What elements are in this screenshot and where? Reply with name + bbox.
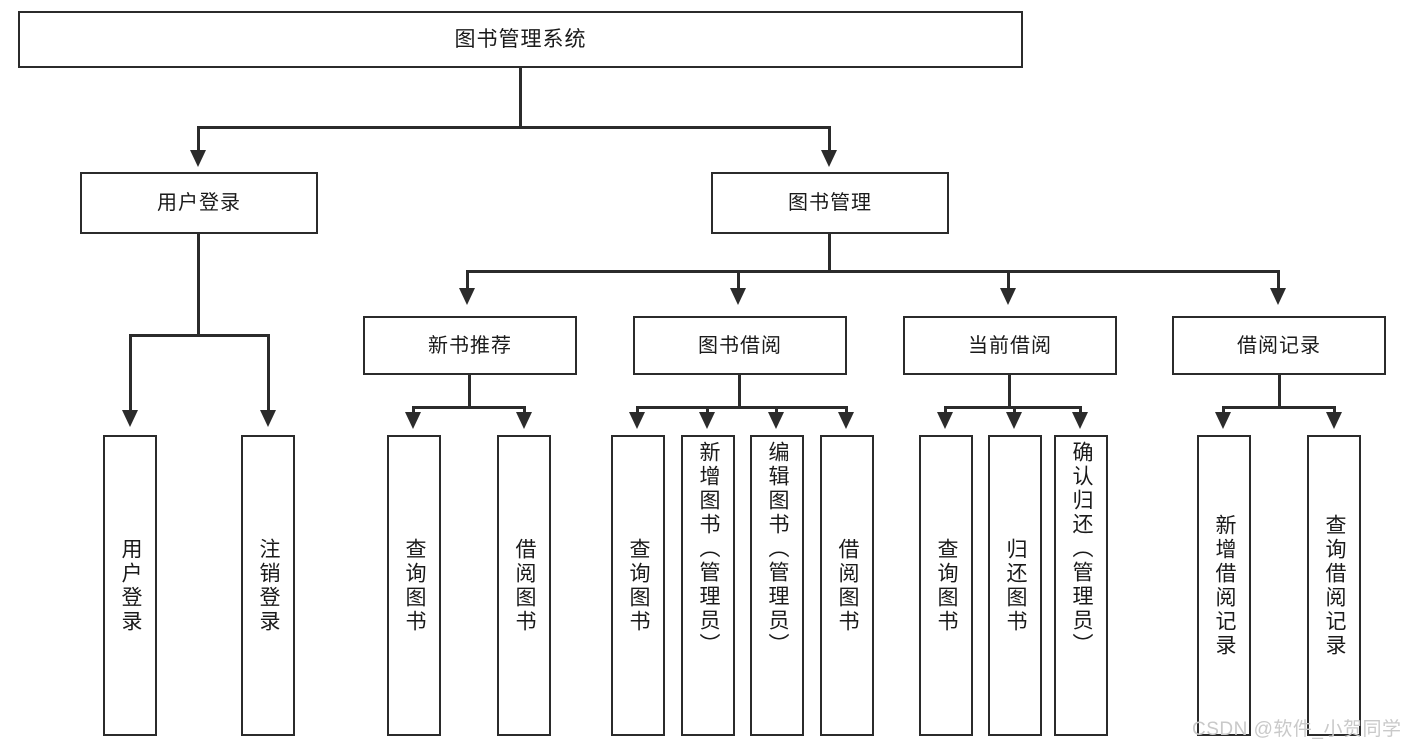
connector-borrow-drop-1 — [636, 406, 639, 414]
leaf-query-book-current[interactable]: 查询图书 — [919, 435, 973, 736]
node-current-borrow[interactable]: 当前借阅 — [903, 316, 1117, 375]
arrow-down-icon — [122, 410, 138, 427]
connector-root-stem — [519, 68, 522, 127]
leaf-user-login[interactable]: 用户登录 — [103, 435, 157, 736]
leaf-query-book-borrow[interactable]: 查询图书 — [611, 435, 665, 736]
connector-record-drop-1 — [1222, 406, 1225, 414]
arrow-down-icon — [405, 412, 421, 429]
arrow-down-icon — [821, 150, 837, 167]
node-label: 确认归还（管理员） — [1070, 441, 1094, 657]
leaf-query-borrow-record[interactable]: 查询借阅记录 — [1307, 435, 1361, 736]
connector-user-login-bar — [129, 334, 270, 337]
connector-level1-drop-2 — [828, 126, 831, 152]
arrow-down-icon — [629, 412, 645, 429]
leaf-logout[interactable]: 注销登录 — [241, 435, 295, 736]
arrow-down-icon — [1072, 412, 1088, 429]
connector-record-drop-2 — [1333, 406, 1336, 414]
node-label: 查询图书 — [935, 537, 959, 634]
connector-level2-drop-1 — [466, 270, 469, 290]
arrow-down-icon — [190, 150, 206, 167]
leaf-confirm-return-admin[interactable]: 确认归还（管理员） — [1054, 435, 1108, 736]
connector-recommend-stem — [468, 375, 471, 407]
leaf-borrow-book-recommend[interactable]: 借阅图书 — [497, 435, 551, 736]
arrow-down-icon — [459, 288, 475, 305]
connector-level2-drop-4 — [1277, 270, 1280, 290]
node-label: 归还图书 — [1004, 537, 1028, 634]
connector-level2-drop-3 — [1007, 270, 1010, 290]
node-label: 编辑图书（管理员） — [766, 441, 790, 657]
watermark-text: CSDN @软件_小贺同学 — [1192, 719, 1402, 740]
connector-record-stem — [1278, 375, 1281, 407]
connector-borrow-bar — [636, 406, 848, 409]
node-label: 新书推荐 — [428, 334, 512, 357]
node-label: 查询借阅记录 — [1323, 513, 1347, 658]
node-borrow-record[interactable]: 借阅记录 — [1172, 316, 1386, 375]
node-label: 注销登录 — [257, 537, 281, 634]
connector-borrow-drop-3 — [775, 406, 778, 414]
node-book-management[interactable]: 图书管理 — [711, 172, 949, 234]
arrow-down-icon — [516, 412, 532, 429]
node-label: 新增图书（管理员） — [697, 441, 721, 657]
connector-user-login-stem — [197, 234, 200, 335]
arrow-down-icon — [1326, 412, 1342, 429]
leaf-edit-book-admin[interactable]: 编辑图书（管理员） — [750, 435, 804, 736]
connector-borrow-drop-2 — [706, 406, 709, 414]
node-label: 用户登录 — [157, 192, 241, 214]
node-new-book-recommend[interactable]: 新书推荐 — [363, 316, 577, 375]
arrow-down-icon — [937, 412, 953, 429]
leaf-query-book-recommend[interactable]: 查询图书 — [387, 435, 441, 736]
node-label: 用户登录 — [119, 537, 143, 634]
connector-book-mgmt-stem — [828, 234, 831, 271]
connector-borrow-drop-4 — [845, 406, 848, 414]
connector-level2-drop-2 — [737, 270, 740, 290]
arrow-down-icon — [260, 410, 276, 427]
connector-level2-bar — [466, 270, 1280, 273]
leaf-return-book[interactable]: 归还图书 — [988, 435, 1042, 736]
node-label: 当前借阅 — [968, 334, 1052, 357]
node-label: 图书借阅 — [698, 334, 782, 357]
connector-current-drop-3 — [1079, 406, 1082, 414]
arrow-down-icon — [1000, 288, 1016, 305]
connector-current-stem — [1008, 375, 1011, 407]
node-label: 借阅图书 — [513, 537, 537, 634]
connector-current-drop-2 — [1013, 406, 1016, 414]
leaf-add-book-admin[interactable]: 新增图书（管理员） — [681, 435, 735, 736]
node-label: 图书管理 — [788, 192, 872, 214]
connector-recommend-bar — [412, 406, 526, 409]
node-label: 借阅图书 — [836, 537, 860, 634]
node-book-borrow[interactable]: 图书借阅 — [633, 316, 847, 375]
connector-level1-drop-1 — [197, 126, 200, 152]
arrow-down-icon — [838, 412, 854, 429]
node-label: 查询图书 — [627, 537, 651, 634]
connector-recommend-drop-2 — [523, 406, 526, 414]
node-user-login[interactable]: 用户登录 — [80, 172, 318, 234]
node-label: 图书管理系统 — [454, 28, 587, 51]
arrow-down-icon — [1006, 412, 1022, 429]
arrow-down-icon — [1215, 412, 1231, 429]
connector-level1-bar — [197, 126, 831, 129]
node-root-system[interactable]: 图书管理系统 — [18, 11, 1023, 68]
node-label: 借阅记录 — [1237, 334, 1321, 357]
arrow-down-icon — [768, 412, 784, 429]
arrow-down-icon — [699, 412, 715, 429]
connector-recommend-drop-1 — [412, 406, 415, 414]
arrow-down-icon — [730, 288, 746, 305]
connector-user-login-drop-1 — [129, 334, 132, 412]
connector-record-bar — [1222, 406, 1336, 409]
leaf-add-borrow-record[interactable]: 新增借阅记录 — [1197, 435, 1251, 736]
connector-user-login-drop-2 — [267, 334, 270, 412]
leaf-borrow-book-borrow[interactable]: 借阅图书 — [820, 435, 874, 736]
connector-borrow-stem — [738, 375, 741, 407]
node-label: 查询图书 — [403, 537, 427, 634]
node-label: 新增借阅记录 — [1213, 513, 1237, 658]
arrow-down-icon — [1270, 288, 1286, 305]
connector-current-drop-1 — [944, 406, 947, 414]
